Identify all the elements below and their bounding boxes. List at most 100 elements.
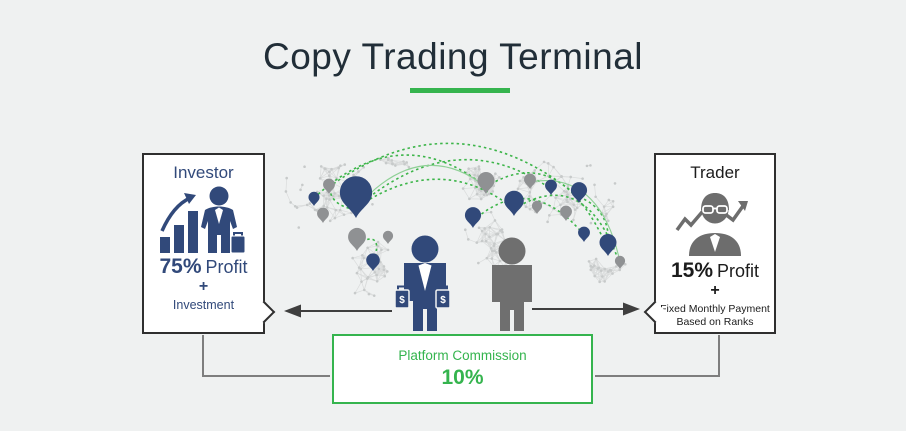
map-dot: [362, 288, 366, 292]
map-dot: [604, 214, 607, 218]
map-dot: [299, 188, 302, 192]
map-dot: [343, 163, 347, 166]
map-dot-link: [502, 232, 505, 240]
map-dot: [375, 279, 379, 283]
map-dot: [333, 216, 337, 220]
map-dot: [463, 228, 467, 232]
map-dot-link: [367, 271, 375, 278]
map-dot: [476, 174, 480, 178]
commission-label: Platform Commission: [398, 348, 527, 363]
map-dot: [493, 249, 496, 253]
map-dot: [293, 204, 297, 208]
trader-detail-line1: Fixed Monthly Payment: [660, 302, 770, 315]
map-dot: [330, 167, 333, 171]
map-dot: [565, 198, 568, 202]
map-dot: [305, 203, 309, 207]
map-dot: [485, 256, 489, 260]
map-dot-link: [376, 266, 385, 276]
map-pin-gray: [323, 178, 335, 194]
map-dot: [489, 247, 493, 250]
map-dot-link: [320, 175, 330, 179]
map-dot: [375, 273, 378, 277]
investor-detail: Investment: [172, 297, 235, 312]
map-dot: [611, 272, 614, 275]
map-dot: [390, 159, 394, 162]
trader-commission-connector: [595, 335, 720, 377]
map-dot-link: [352, 257, 360, 268]
map-dot-link: [352, 255, 363, 259]
map-dot: [322, 194, 325, 197]
map-dot-link: [489, 227, 501, 231]
investor-tie: [418, 263, 432, 291]
map-dot-link: [485, 240, 492, 249]
map-dot-link: [481, 233, 486, 242]
map-dot: [618, 268, 622, 272]
investor-commission-connector: [202, 335, 330, 377]
map-dot: [477, 165, 481, 168]
map-dot: [490, 257, 494, 260]
map-dot-link: [469, 187, 476, 200]
map-dot-link: [594, 184, 596, 197]
map-dot: [613, 182, 617, 185]
map-pin-gray: [382, 230, 394, 244]
map-dot-link: [534, 170, 537, 182]
map-dot-link: [603, 200, 614, 207]
map-dot: [366, 246, 369, 250]
map-dot-link: [376, 271, 388, 276]
map-dot: [566, 193, 570, 196]
map-dot-link: [378, 268, 385, 277]
trader-detail: Fixed Monthly Payment Based on Ranks: [660, 303, 770, 330]
map-dot: [546, 220, 549, 224]
map-dot: [488, 226, 492, 229]
map-dot: [357, 170, 360, 173]
map-dot: [518, 179, 522, 183]
map-dot: [337, 166, 340, 170]
map-dot: [323, 167, 327, 170]
map-dot-link: [377, 245, 389, 251]
map-pin-navy: [339, 176, 373, 218]
map-dot-link: [323, 205, 336, 211]
map-dot: [333, 192, 336, 195]
map-dot: [394, 164, 397, 167]
map-dot: [473, 173, 476, 177]
map-dot: [475, 241, 479, 244]
map-dot: [352, 173, 355, 177]
map-dot: [475, 192, 479, 196]
map-dot-link: [597, 268, 609, 272]
map-dot-link: [476, 233, 486, 243]
map-dot-link: [321, 166, 332, 170]
trader-profit-label: Profit: [717, 261, 760, 281]
map-dot: [489, 210, 493, 214]
investor-card: Investor 75%Profit + Investment: [142, 153, 276, 334]
map-dot: [603, 267, 607, 271]
map-dot: [407, 165, 411, 169]
map-dot-link: [320, 166, 330, 177]
map-dot: [528, 191, 532, 194]
green-dashed-arc: [313, 154, 487, 199]
map-dot: [494, 172, 497, 175]
map-dot-link: [561, 176, 569, 187]
map-dot-link: [377, 249, 389, 256]
trader-plus-sign: +: [710, 282, 720, 299]
map-dot: [328, 198, 331, 201]
map-dot: [488, 235, 491, 239]
map-dot: [492, 244, 496, 248]
map-dot: [382, 265, 386, 268]
map-dot-link: [481, 228, 485, 242]
trader-card: Trader 15%Profit + Fixed Monthly Payment…: [643, 153, 776, 334]
map-dot-link: [331, 169, 337, 179]
map-dot-link: [517, 177, 524, 189]
map-dot-link: [485, 227, 491, 235]
arrow-to-trader: [532, 302, 640, 316]
map-dot-link: [331, 165, 341, 170]
map-dot: [593, 183, 596, 187]
green-dashed-arc: [578, 196, 610, 250]
map-dot: [289, 201, 292, 204]
map-dot: [573, 208, 577, 211]
map-dot: [598, 280, 601, 284]
map-pin-gray: [317, 207, 329, 223]
map-dot: [338, 208, 342, 212]
map-dot-link: [486, 248, 492, 259]
map-dot: [328, 219, 332, 223]
investor-profit-label: Profit: [205, 257, 248, 277]
